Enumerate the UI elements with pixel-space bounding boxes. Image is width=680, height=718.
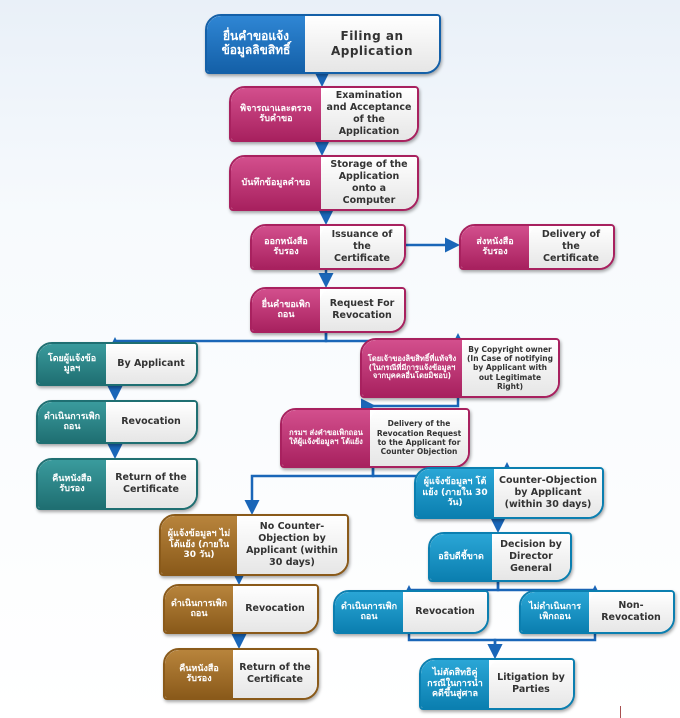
step-label-thai: โดยผู้แจ้งข้อมูลฯ xyxy=(38,344,106,384)
step-label-english: Decision by Director General xyxy=(492,534,570,580)
step-label-thai: กรมฯ ส่งคำขอเพิกถอนให้ผู้แจ้งข้อมูลฯ โต้… xyxy=(282,410,370,466)
step-label-english: By Copyright owner (In Case of notifying… xyxy=(462,340,558,396)
step-delivery-request: กรมฯ ส่งคำขอเพิกถอนให้ผู้แจ้งข้อมูลฯ โต้… xyxy=(280,408,470,468)
step-label-english: Revocation xyxy=(403,592,487,632)
step-label-thai: ดำเนินการเพิกถอน xyxy=(335,592,403,632)
step-filing: ยื่นคำขอแจ้งข้อมูลลิขสิทธิ์Filing an App… xyxy=(205,14,441,74)
step-label-english: Filing an Application xyxy=(305,16,439,72)
step-label-thai: ไม่ตัดสิทธิคู่กรณีในการนำคดีขึ้นสู่ศาล xyxy=(421,660,489,708)
step-label-english: Return of the Certificate xyxy=(106,460,196,508)
step-label-english: By Applicant xyxy=(106,344,196,384)
step-label-english: Revocation xyxy=(106,402,196,442)
step-label-thai: โดยเจ้าของลิขสิทธิ์ที่แท้จริง (ในกรณีที่… xyxy=(362,340,462,396)
step-label-thai: ส่งหนังสือรับรอง xyxy=(461,226,529,268)
step-label-english: Litigation by Parties xyxy=(489,660,573,708)
step-label-english: Delivery of the Revocation Request to th… xyxy=(370,410,468,466)
step-label-english: Request For Revocation xyxy=(320,289,404,331)
step-label-english: Storage of the Application onto a Comput… xyxy=(321,157,417,209)
step-counter-objection: ผู้แจ้งข้อมูลฯ โต้แย้ง (ภายใน 30 วัน)Cou… xyxy=(414,467,604,519)
step-label-thai: ยื่นคำขอเพิกถอน xyxy=(252,289,320,331)
step-label-english: Revocation xyxy=(233,586,317,632)
step-by-owner: โดยเจ้าของลิขสิทธิ์ที่แท้จริง (ในกรณีที่… xyxy=(360,338,560,398)
step-label-thai: ยื่นคำขอแจ้งข้อมูลลิขสิทธิ์ xyxy=(207,16,305,72)
step-label-english: No Counter-Objection by Applicant (withi… xyxy=(237,516,347,574)
step-label-thai: ไม่ดำเนินการเพิกถอน xyxy=(521,592,589,632)
step-label-english: Counter-Objection by Applicant (within 3… xyxy=(494,469,602,517)
step-label-thai: ผู้แจ้งข้อมูลฯ ไม่โต้แย้ง (ภายใน 30 วัน) xyxy=(161,516,237,574)
step-no-counter: ผู้แจ้งข้อมูลฯ ไม่โต้แย้ง (ภายใน 30 วัน)… xyxy=(159,514,349,576)
step-label-thai: ดำเนินการเพิกถอน xyxy=(38,402,106,442)
step-label-thai: คืนหนังสือรับรอง xyxy=(165,650,233,698)
arrow-non-revocation-to-litigation xyxy=(487,630,597,659)
step-label-english: Return of the Certificate xyxy=(233,650,317,698)
step-label-thai: ผู้แจ้งข้อมูลฯ โต้แย้ง (ภายใน 30 วัน) xyxy=(416,469,494,517)
step-label-english: Non-Revocation xyxy=(589,592,673,632)
step-label-english: Examination and Acceptance of the Applic… xyxy=(321,88,417,140)
step-label-thai: บันทึกข้อมูลคำขอ xyxy=(231,157,321,209)
step-label-thai: อธิบดีชี้ขาด xyxy=(430,534,492,580)
step-label-thai: ออกหนังสือรับรอง xyxy=(252,226,320,268)
step-label-english: Delivery of the Certificate xyxy=(529,226,613,268)
step-label-thai: ดำเนินการเพิกถอน xyxy=(165,586,233,632)
arrow-by-owner-to-delivery-request xyxy=(370,394,460,414)
step-label-english: Issuance of the Certificate xyxy=(320,226,404,268)
step-label-thai: คืนหนังสือรับรอง xyxy=(38,460,106,508)
step-label-thai: พิจารณาและตรวจรับคำขอ xyxy=(231,88,321,140)
edge-mark xyxy=(620,706,621,718)
